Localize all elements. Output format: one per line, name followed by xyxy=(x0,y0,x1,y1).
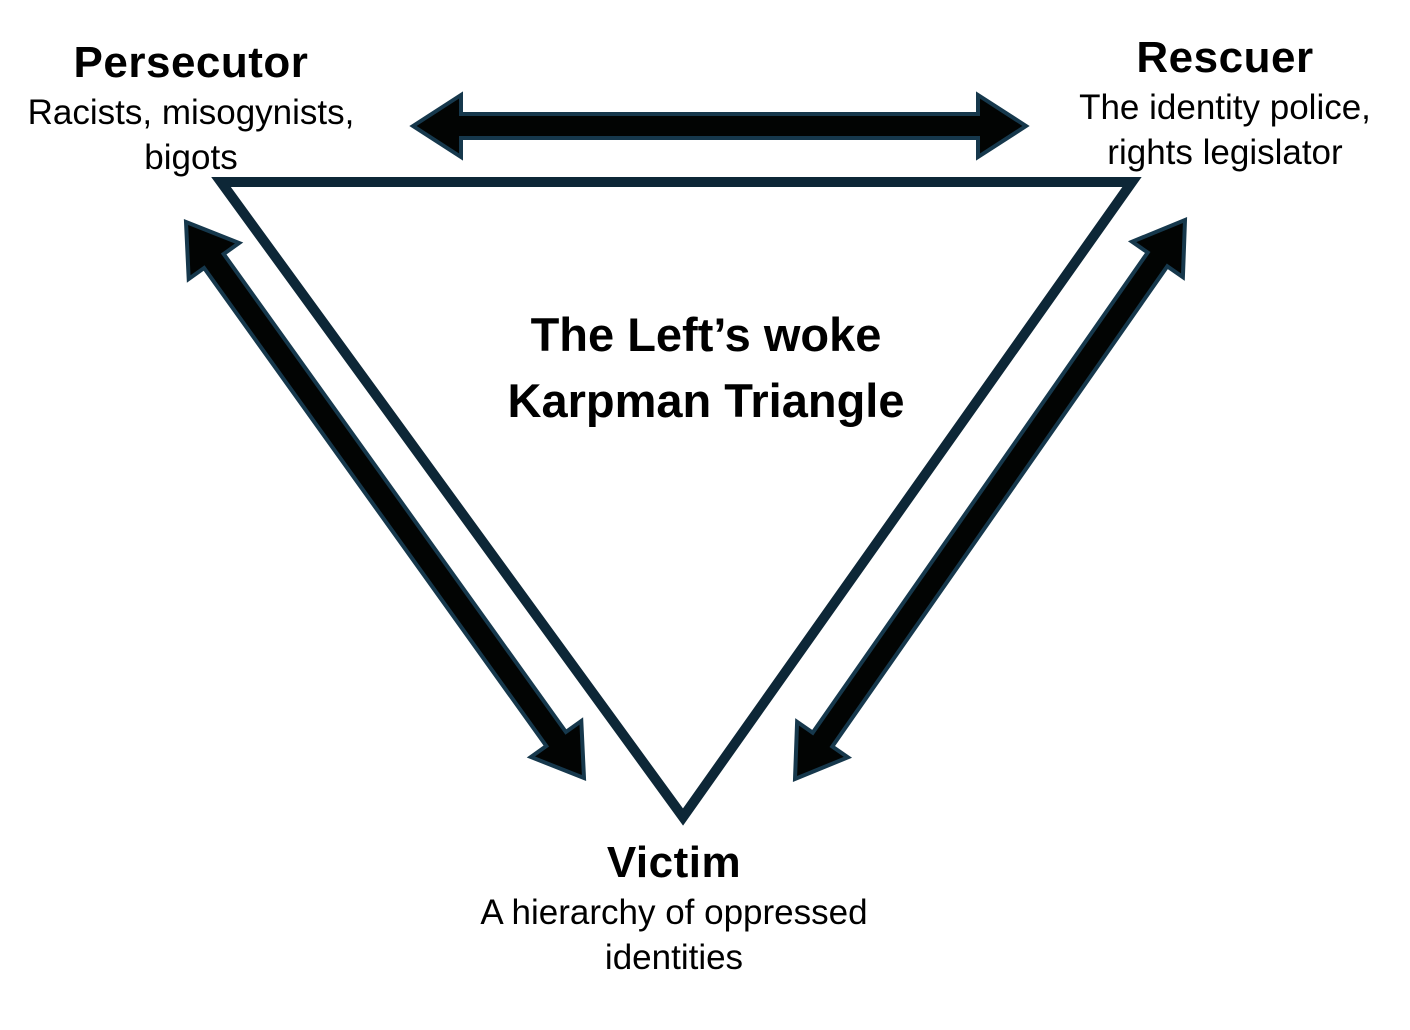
persecutor-description: Racists, misogynists, bigots xyxy=(27,92,355,178)
arrow-persecutor-rescuer xyxy=(409,91,1030,161)
node-victim: Victim A hierarchy of oppressed identiti… xyxy=(444,836,904,981)
persecutor-label: Persecutor xyxy=(73,38,309,87)
victim-description: A hierarchy of oppressed identities xyxy=(480,892,868,978)
node-rescuer: Rescuer The identity police, rights legi… xyxy=(1040,31,1410,176)
node-persecutor: Persecutor Racists, misogynists, bigots xyxy=(11,36,371,181)
arrow-persecutor-victim xyxy=(183,219,587,781)
triangle-outline xyxy=(211,177,1142,826)
rescuer-description: The identity police, rights legislator xyxy=(1079,87,1371,173)
victim-label: Victim xyxy=(606,838,742,887)
arrow-victim-rescuer xyxy=(792,216,1188,783)
diagram-title: The Left’s woke Karpman Triangle xyxy=(507,308,905,427)
rescuer-label: Rescuer xyxy=(1136,33,1314,82)
